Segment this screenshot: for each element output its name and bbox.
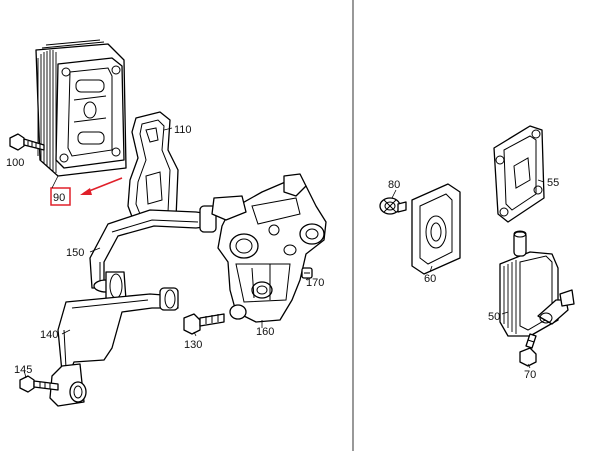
label-part-170: 170: [306, 277, 324, 289]
highlight-arrow-head: [80, 188, 92, 195]
bolt-part-70: [519, 333, 537, 367]
pipe-part-140: [49, 287, 179, 407]
label-part-145: 145: [14, 364, 32, 376]
gasket-part-60: [411, 183, 461, 275]
cover-plate-part-55: [493, 125, 545, 223]
label-part-80: 80: [388, 179, 400, 191]
leader-lines: [23, 127, 545, 379]
oil-cooler-part-50: [499, 230, 575, 337]
label-part-50: 50: [488, 311, 500, 323]
oil-cooler-part-90: [35, 39, 127, 177]
bolt-part-100: [9, 133, 45, 151]
label-part-140: 140: [40, 329, 58, 341]
bolt-part-145: [19, 375, 59, 393]
plug-part-170: [301, 267, 313, 279]
gasket-part-110: [127, 111, 179, 227]
label-part-70: 70: [524, 369, 536, 381]
filter-housing-part-160: [211, 173, 327, 323]
bolt-part-130: [183, 313, 225, 335]
label-part-130: 130: [184, 339, 202, 351]
label-part-150: 150: [66, 247, 84, 259]
label-part-60: 60: [424, 273, 436, 285]
pipe-part-150: [89, 205, 217, 303]
label-part-100: 100: [6, 157, 24, 169]
plug-part-80: [379, 197, 407, 215]
label-part-110: 110: [174, 124, 192, 136]
highlight-box: [50, 187, 71, 206]
label-part-90: 90: [53, 192, 65, 204]
label-part-55: 55: [547, 177, 559, 189]
label-part-160: 160: [256, 326, 274, 338]
